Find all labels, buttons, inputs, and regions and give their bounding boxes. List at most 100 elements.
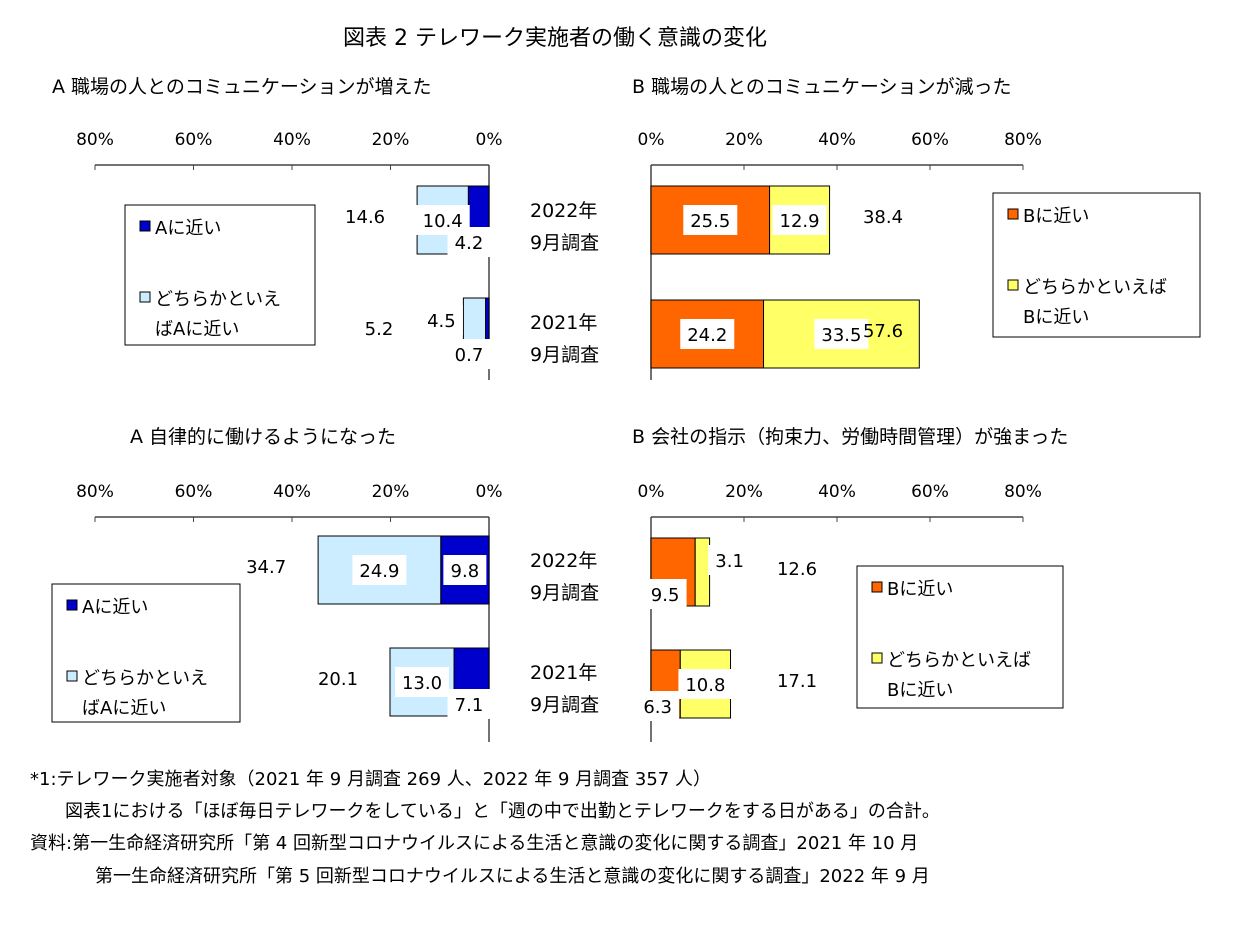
data-label: 10.8	[685, 675, 725, 696]
legend-label: どちらかといえば	[887, 650, 1031, 671]
data-label: 24.2	[687, 325, 727, 346]
data-label: 12.9	[780, 211, 820, 232]
legend-label: Bに近い	[1023, 206, 1089, 227]
total-label: 38.4	[863, 207, 903, 228]
total-label: 17.1	[777, 671, 817, 692]
data-label-bg	[708, 545, 752, 575]
x-tick-label: 0%	[638, 482, 665, 502]
figure-title: 図表 2 テレワーク実施者の働く意識の変化	[343, 26, 767, 51]
legend	[51, 583, 241, 723]
bar-somewhat-2022	[694, 537, 711, 607]
legend	[856, 565, 1064, 709]
data-label: 6.3	[643, 697, 672, 718]
data-label-bg	[643, 579, 687, 609]
x-tick-label: 80%	[76, 482, 114, 502]
legend-swatch	[139, 291, 151, 303]
data-label-bg	[419, 305, 463, 335]
data-label: 10.4	[423, 211, 463, 232]
category-label: 9月調査	[530, 694, 599, 716]
legend-label: ばAに近い	[155, 319, 239, 340]
x-tick-label: 0%	[476, 130, 503, 150]
chart-title-a1: A 職場の人とのコミュニケーションが増えた	[52, 76, 432, 98]
data-label: 7.1	[455, 695, 484, 716]
chart-title-a2: A 自律的に働けるようになった	[130, 426, 397, 448]
x-tick-label: 20%	[725, 482, 763, 502]
x-tick-label: 0%	[638, 130, 665, 150]
legend-label: ばAに近い	[82, 698, 166, 719]
data-label: 9.8	[451, 561, 480, 582]
category-label: 2021年	[530, 312, 597, 334]
legend-swatch	[139, 220, 151, 232]
chart-title-b1: B 職場の人とのコミュニケーションが減った	[632, 76, 1012, 98]
x-tick-label: 40%	[818, 482, 856, 502]
legend-label: Bに近い	[1023, 307, 1089, 328]
chart-canvas: 80%60%40%20%0%2022年9月調査2021年9月調査Aに近いどちらか…	[51, 130, 1201, 742]
legend-label: どちらかといえ	[155, 289, 281, 310]
data-label-bg	[772, 205, 827, 235]
category-label: 9月調査	[530, 582, 599, 604]
x-tick-label: 80%	[1004, 482, 1042, 502]
category-label: 2022年	[530, 200, 597, 222]
x-tick-label: 80%	[76, 130, 114, 150]
category-label: 2021年	[530, 662, 597, 684]
data-label-bg	[683, 205, 738, 235]
data-label-bg	[678, 669, 733, 699]
legend-swatch	[1007, 208, 1019, 220]
x-tick-label: 60%	[175, 130, 213, 150]
data-label: 3.1	[715, 551, 744, 572]
legend	[124, 204, 316, 346]
data-label-bg	[447, 339, 491, 369]
data-label: 4.5	[427, 311, 456, 332]
category-label: 2022年	[530, 550, 597, 572]
legend-label: Aに近い	[155, 218, 221, 239]
x-tick-label: 0%	[476, 482, 503, 502]
data-label: 13.0	[402, 673, 442, 694]
data-label: 0.7	[455, 345, 484, 366]
x-tick-label: 20%	[725, 130, 763, 150]
data-label-bg	[395, 667, 450, 697]
x-tick-label: 80%	[1004, 130, 1042, 150]
legend-swatch	[1007, 279, 1019, 291]
x-tick-label: 60%	[911, 482, 949, 502]
footnote-1: *1:テレワーク実施者対象（2021 年 9 月調査 269 人、2022 年 …	[30, 769, 711, 790]
data-label-bg	[415, 205, 470, 235]
x-tick-label: 40%	[273, 482, 311, 502]
chart-title-b2: B 会社の指示（拘束力、労働時間管理）が強まった	[632, 426, 1069, 448]
x-tick-label: 40%	[273, 130, 311, 150]
data-label-bg	[636, 691, 680, 721]
x-tick-label: 40%	[818, 130, 856, 150]
total-label: 34.7	[246, 557, 286, 578]
data-label-bg	[443, 555, 487, 585]
total-label: 14.6	[345, 207, 385, 228]
data-label: 24.9	[359, 561, 399, 582]
total-label: 20.1	[318, 669, 358, 690]
legend-swatch	[871, 581, 883, 593]
data-label-bg	[680, 319, 735, 349]
legend	[992, 192, 1201, 338]
data-label-bg	[447, 689, 491, 719]
legend-label: どちらかといえ	[82, 668, 208, 689]
x-tick-label: 60%	[175, 482, 213, 502]
data-label: 25.5	[690, 211, 730, 232]
category-label: 9月調査	[530, 344, 599, 366]
data-label-bg	[814, 319, 869, 349]
legend-label: Aに近い	[82, 597, 148, 618]
x-tick-label: 60%	[911, 130, 949, 150]
total-label: 12.6	[777, 559, 817, 580]
legend-swatch	[66, 670, 78, 682]
x-tick-label: 20%	[372, 482, 410, 502]
category-label: 9月調査	[530, 232, 599, 254]
legend-swatch	[871, 652, 883, 664]
x-tick-label: 20%	[372, 130, 410, 150]
legend-label: どちらかといえば	[1023, 277, 1167, 298]
legend-label: Bに近い	[887, 579, 953, 600]
data-label-bg	[352, 555, 407, 585]
data-label: 9.5	[651, 585, 680, 606]
footnote-4: 第一生命経済研究所「第 5 回新型コロナウイルスによる生活と意識の変化に関する調…	[95, 866, 930, 887]
legend-swatch	[66, 599, 78, 611]
legend-label: Bに近い	[887, 680, 953, 701]
data-label: 4.2	[455, 233, 484, 254]
data-label: 33.5	[821, 325, 861, 346]
total-label: 57.6	[863, 321, 903, 342]
